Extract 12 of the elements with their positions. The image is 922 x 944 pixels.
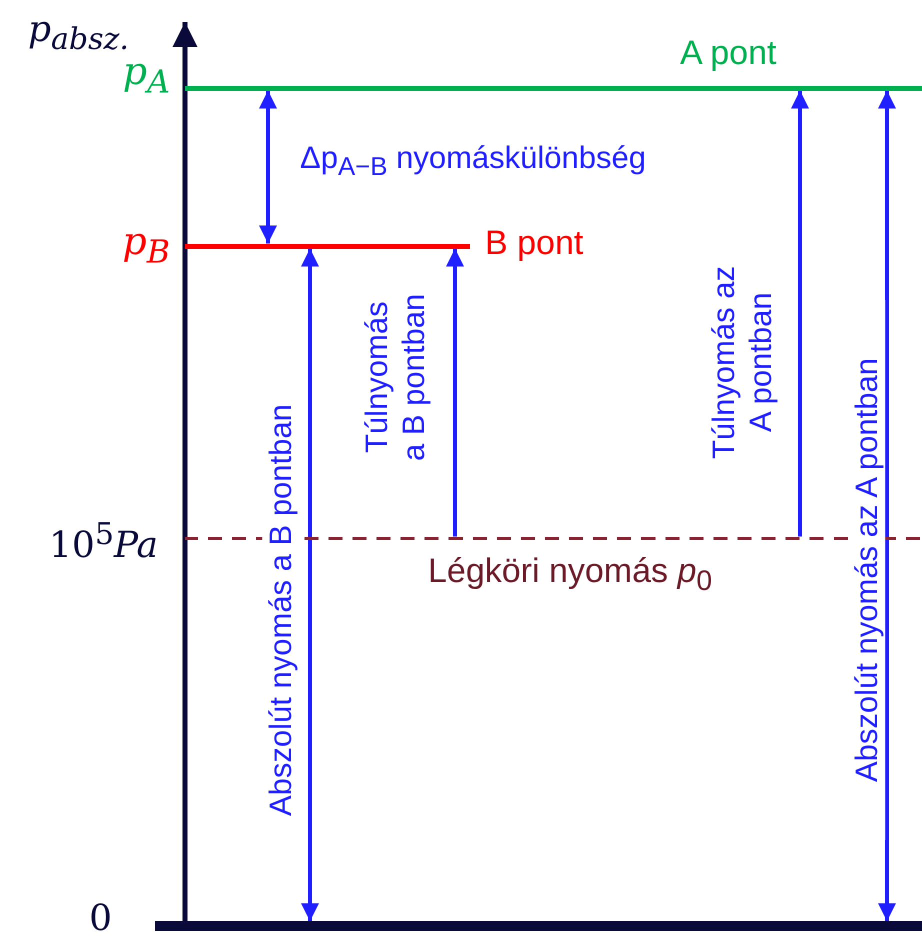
level-value: p$_{B}$ [122, 222, 170, 269]
arrow [791, 90, 809, 536]
level-label: A pont [680, 36, 776, 70]
arrow [446, 248, 464, 536]
level-value: 10$^{5}$Pa [49, 520, 158, 564]
level-label: Légköri nyomás p$_{0}$ [428, 554, 712, 595]
arrow [301, 248, 319, 922]
level-value: 0 [89, 901, 112, 938]
arrow [878, 90, 896, 922]
level-label: B pont [485, 226, 584, 260]
edge-label: Δp$_{A−B}$ nyomáskülönbség [300, 140, 646, 182]
arrow [259, 90, 277, 244]
